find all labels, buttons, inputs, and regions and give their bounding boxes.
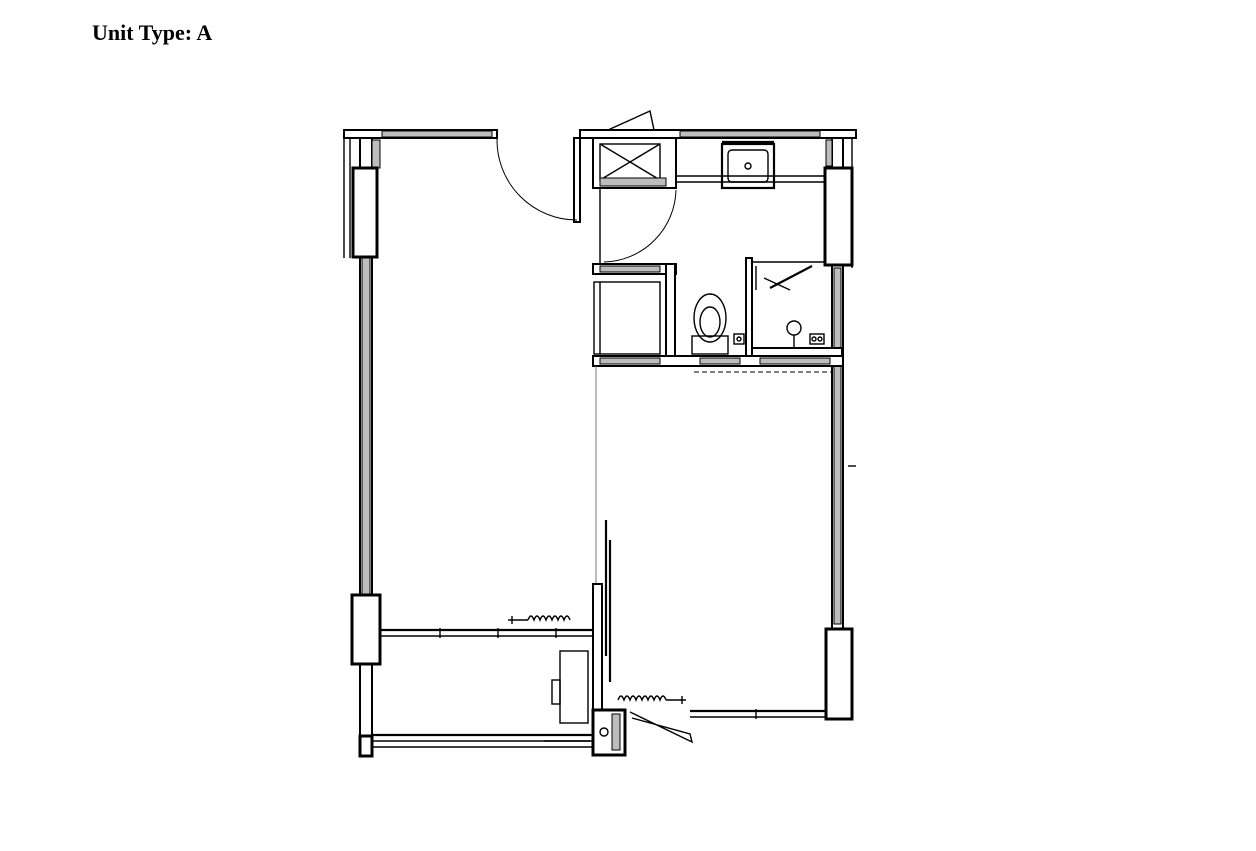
- shower-enclosure: [745, 257, 843, 357]
- balcony-spring-icon-right: [617, 695, 686, 704]
- entry-door: [496, 137, 581, 223]
- left-column-top: [351, 166, 379, 259]
- right-column-bottom: [824, 627, 854, 721]
- washing-machine: [551, 650, 589, 724]
- balcony-spring-icon-left: [508, 615, 571, 624]
- left-bottom-post: [358, 734, 374, 758]
- sink-icon: [720, 140, 776, 190]
- balcony-railing-lower: [372, 733, 594, 748]
- shower-drain-icon: [786, 320, 825, 348]
- corner-post: [591, 708, 627, 757]
- balcony-door: [629, 711, 694, 744]
- balcony-railing-upper: [380, 628, 594, 638]
- bathroom-walls: [592, 175, 844, 367]
- top-wall-left: [343, 129, 498, 139]
- page-title: Unit Type: A: [92, 20, 213, 45]
- left-column-bottom: [350, 593, 382, 666]
- top-wall-right: [579, 129, 857, 139]
- right-column-top: [823, 166, 854, 267]
- toilet-icon: [691, 293, 745, 355]
- storage-cabinet: [593, 281, 661, 355]
- bathroom-door: [599, 188, 677, 264]
- bedroom-window: [690, 709, 826, 719]
- shaft: [592, 110, 677, 189]
